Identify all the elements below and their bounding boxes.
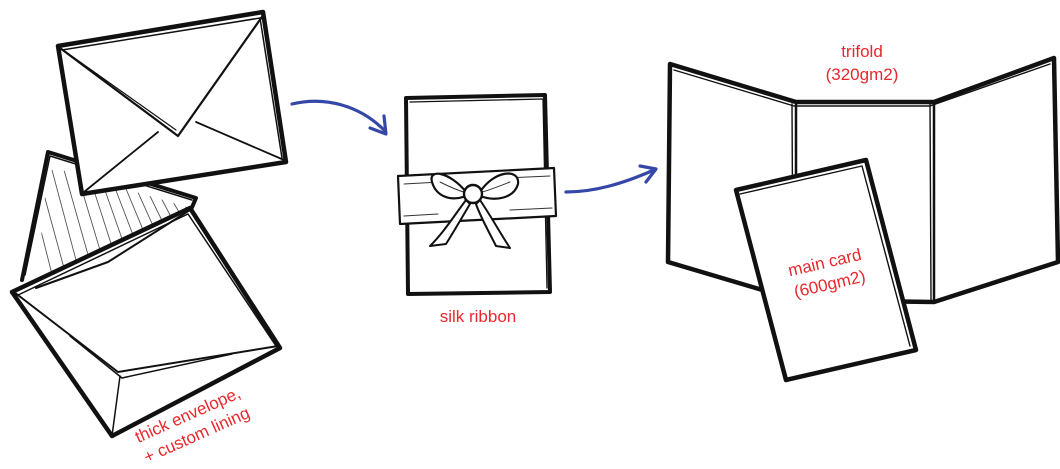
main-card xyxy=(733,157,919,383)
envelope-body-open xyxy=(9,205,283,439)
closed-envelope xyxy=(55,9,289,197)
arrow-envelope-to-ribbon xyxy=(290,99,388,136)
label-trifold: trifold xyxy=(841,42,883,61)
main-card-body xyxy=(733,157,919,383)
ribbon-bow xyxy=(429,172,520,249)
envelope-body-closed xyxy=(55,9,289,197)
label-trifold-weight: (320gm2) xyxy=(826,65,899,84)
open-envelope xyxy=(9,150,283,439)
arrow-ribbon-to-trifold xyxy=(564,164,658,194)
label-silk-ribbon: silk ribbon xyxy=(440,307,517,326)
ribbon-card xyxy=(396,93,558,296)
